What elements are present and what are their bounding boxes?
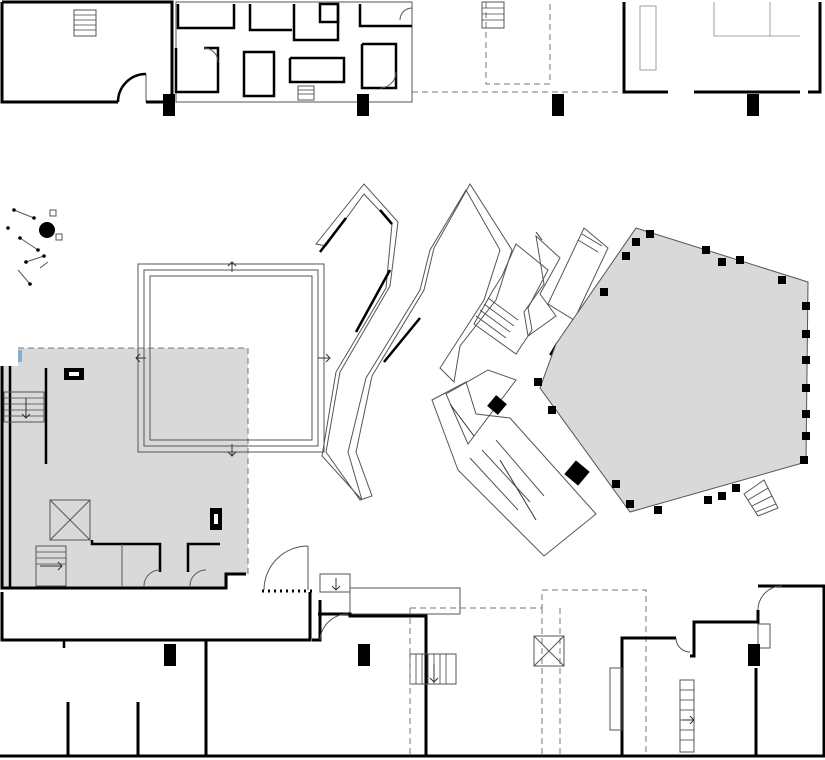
top-left-room xyxy=(0,0,174,104)
top-left-stair xyxy=(73,9,97,37)
column xyxy=(487,395,507,415)
bottom-dashed-section xyxy=(410,589,647,756)
top-small-stair xyxy=(297,85,315,101)
top-dashed-section xyxy=(412,1,622,93)
column xyxy=(747,94,759,116)
bottom-building-block xyxy=(0,545,825,758)
site-objects-cluster xyxy=(6,208,63,362)
folded-canopy-outline xyxy=(315,183,513,501)
bottom-elevator-shaft xyxy=(533,635,565,667)
column xyxy=(564,460,590,486)
square-canopy-outline xyxy=(135,261,331,457)
bottom-right-room xyxy=(609,584,825,756)
platform-steps xyxy=(475,233,603,339)
top-right-room xyxy=(622,2,822,94)
column xyxy=(748,644,760,666)
column xyxy=(164,644,176,666)
top-small-rooms xyxy=(174,1,413,103)
elevator-shaft xyxy=(49,499,91,541)
column xyxy=(552,94,564,116)
top-mid-stair xyxy=(481,1,505,29)
bottom-mid-stair xyxy=(409,653,457,685)
column xyxy=(163,94,175,116)
left-shaded-building xyxy=(0,347,249,590)
bottom-mid-room xyxy=(312,573,461,756)
column xyxy=(357,94,369,116)
left-stair-lower xyxy=(35,545,67,587)
hall-steps xyxy=(743,479,779,517)
column xyxy=(358,644,370,666)
polygon-hall xyxy=(534,227,810,517)
top-building-block xyxy=(0,0,822,116)
